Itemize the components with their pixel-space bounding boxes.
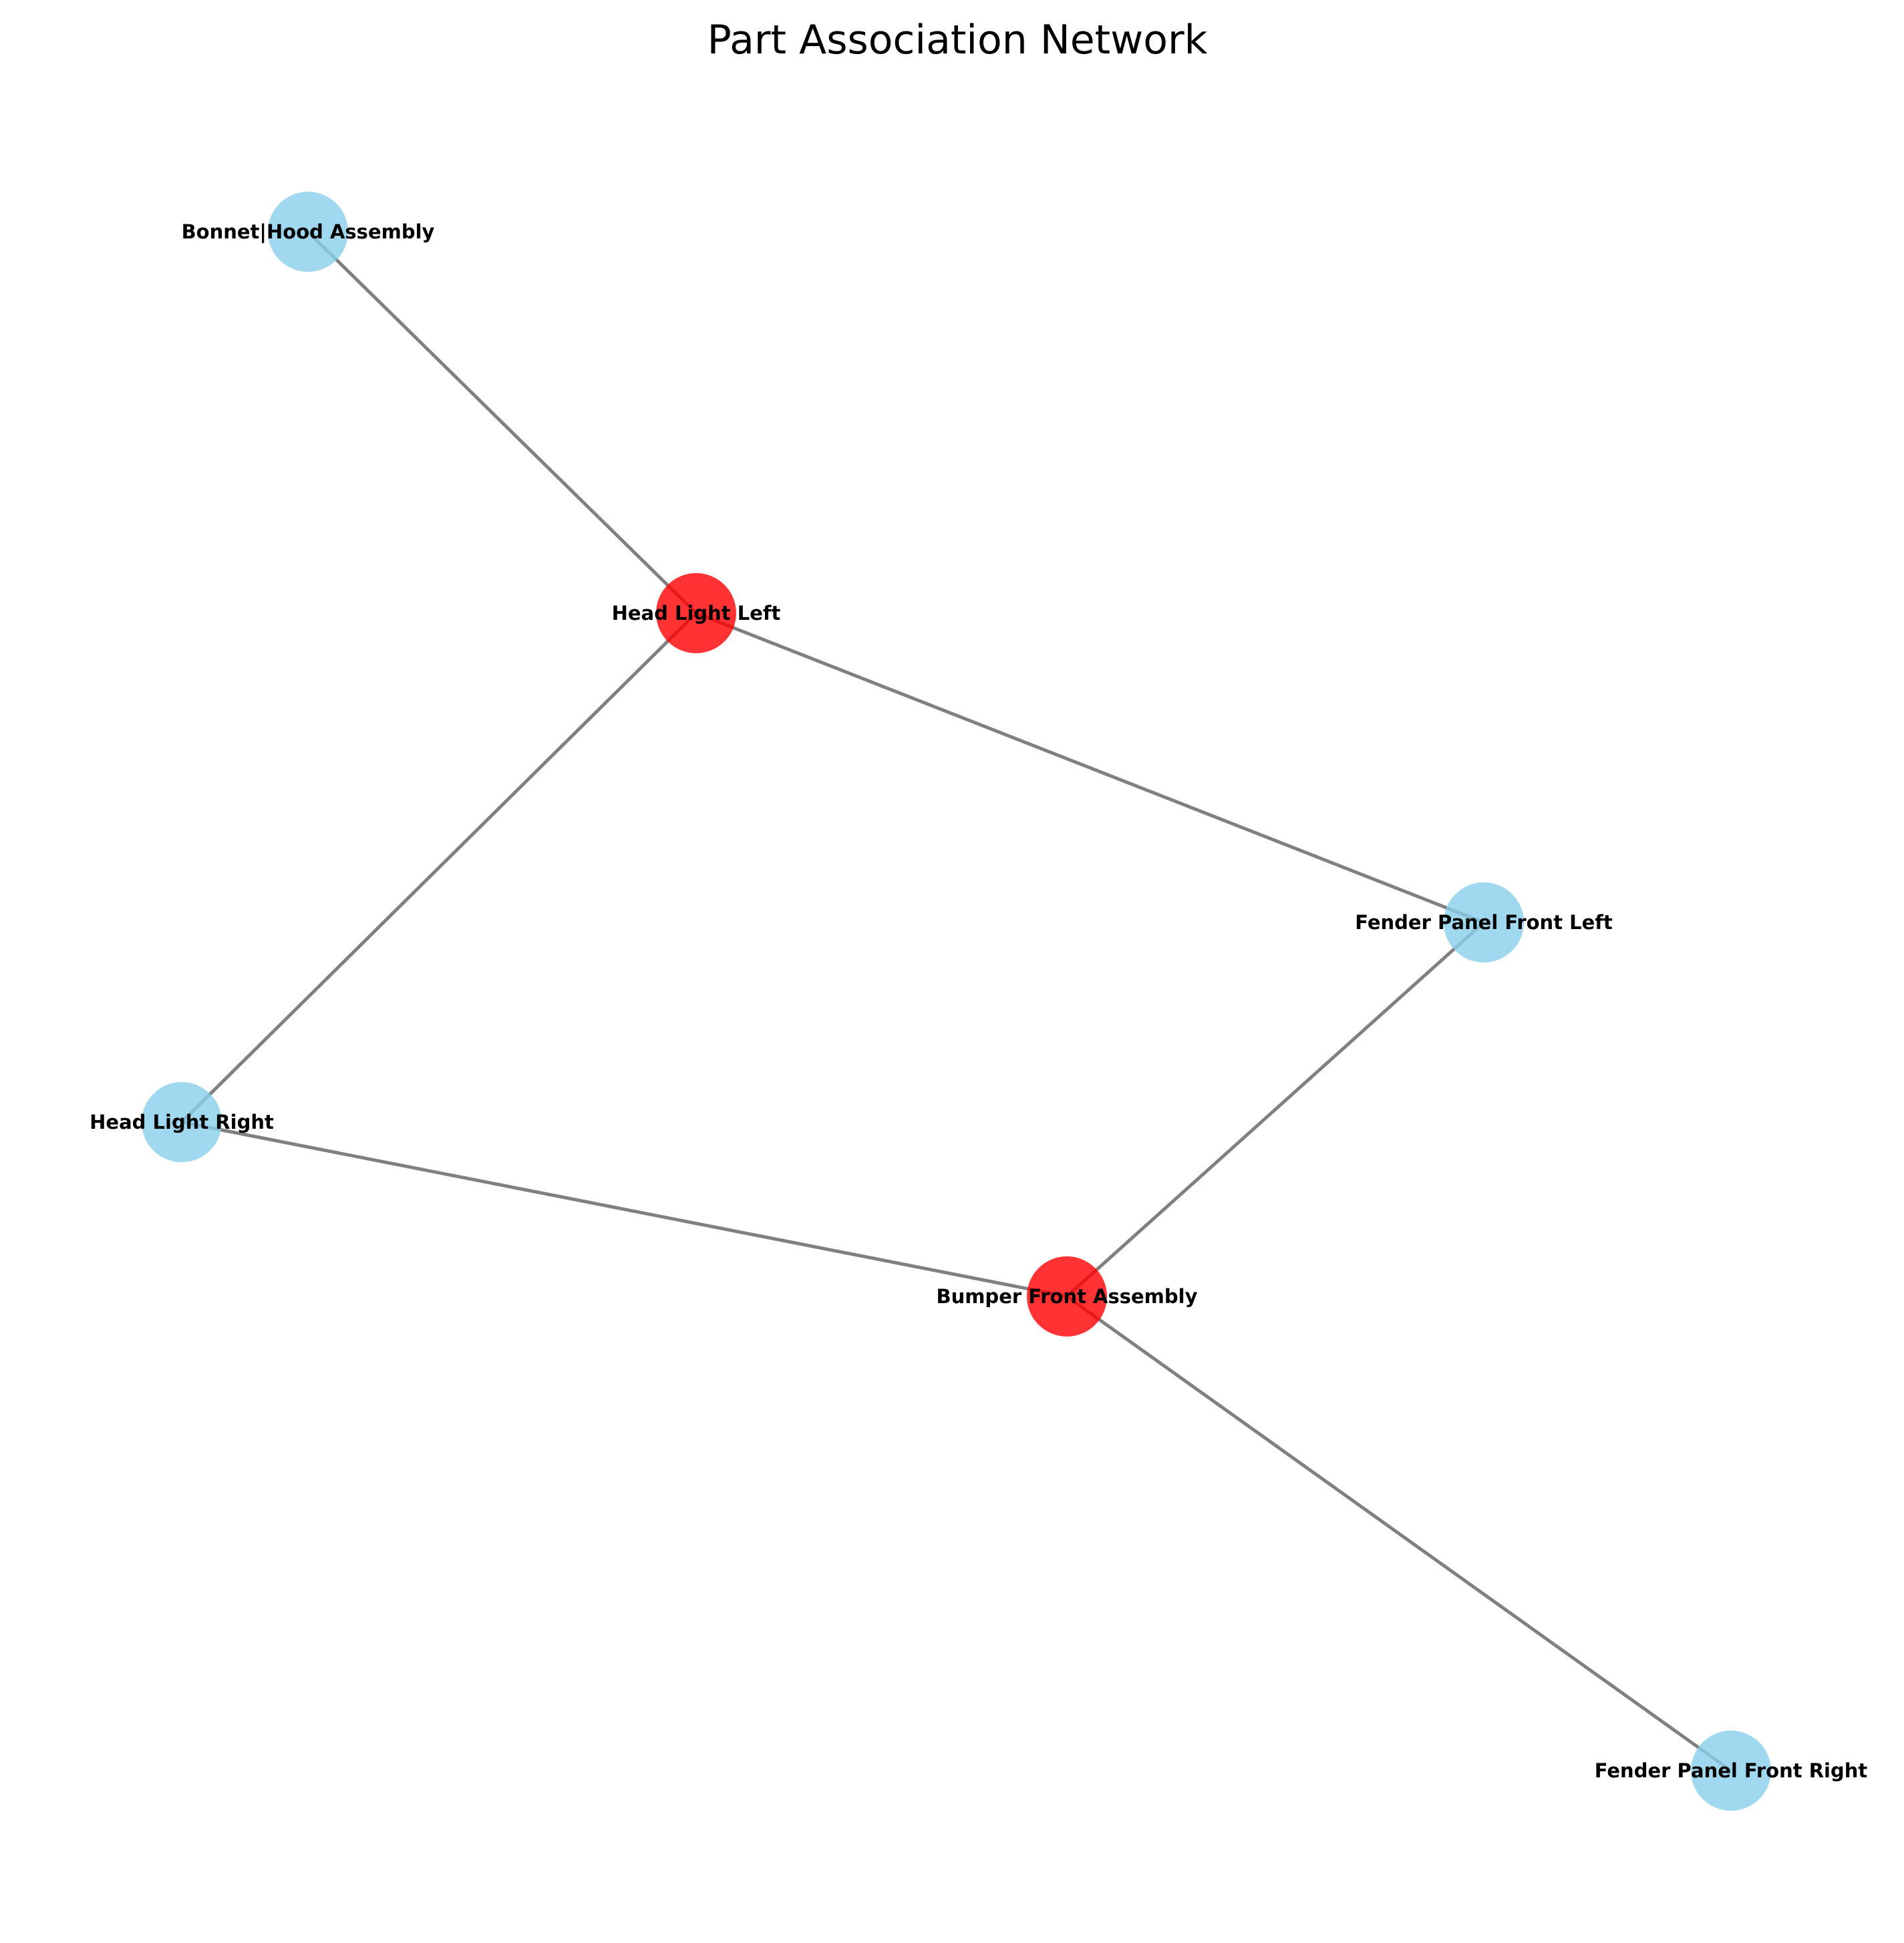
node-label-head-light-right: Head Light Right bbox=[90, 1111, 274, 1133]
edge-bumper-front-fender-front-right bbox=[1066, 1294, 1732, 1773]
nodes-layer bbox=[142, 192, 1771, 1811]
edges-layer bbox=[180, 230, 1732, 1773]
edge-fender-front-left-bumper-front bbox=[1066, 921, 1485, 1298]
edge-headlight-left-headlight-right bbox=[180, 612, 697, 1123]
edge-headlight-right-bumper-front bbox=[181, 1120, 1068, 1298]
node-label-bonnet-hood-assembly: Bonnet|Hood Assembly bbox=[182, 220, 435, 243]
node-label-fender-panel-front-right: Fender Panel Front Right bbox=[1595, 1759, 1868, 1782]
node-bumper-front-assembly bbox=[1027, 1256, 1107, 1337]
diagram-title: Part Association Network bbox=[707, 17, 1208, 63]
node-fender-panel-front-left bbox=[1444, 882, 1524, 962]
node-label-head-light-left: Head Light Left bbox=[612, 602, 781, 625]
node-label-fender-panel-front-left: Fender Panel Front Left bbox=[1355, 911, 1613, 934]
node-head-light-right bbox=[142, 1082, 222, 1162]
node-fender-panel-front-right bbox=[1691, 1731, 1771, 1811]
edge-headlight-left-fender-front-left bbox=[695, 611, 1484, 924]
edge-bonnet-headlight-left bbox=[307, 230, 697, 614]
node-head-light-left bbox=[656, 573, 736, 653]
node-label-bumper-front-assembly: Bumper Front Assembly bbox=[936, 1285, 1197, 1308]
node-bonnet-hood-assembly bbox=[268, 192, 348, 272]
